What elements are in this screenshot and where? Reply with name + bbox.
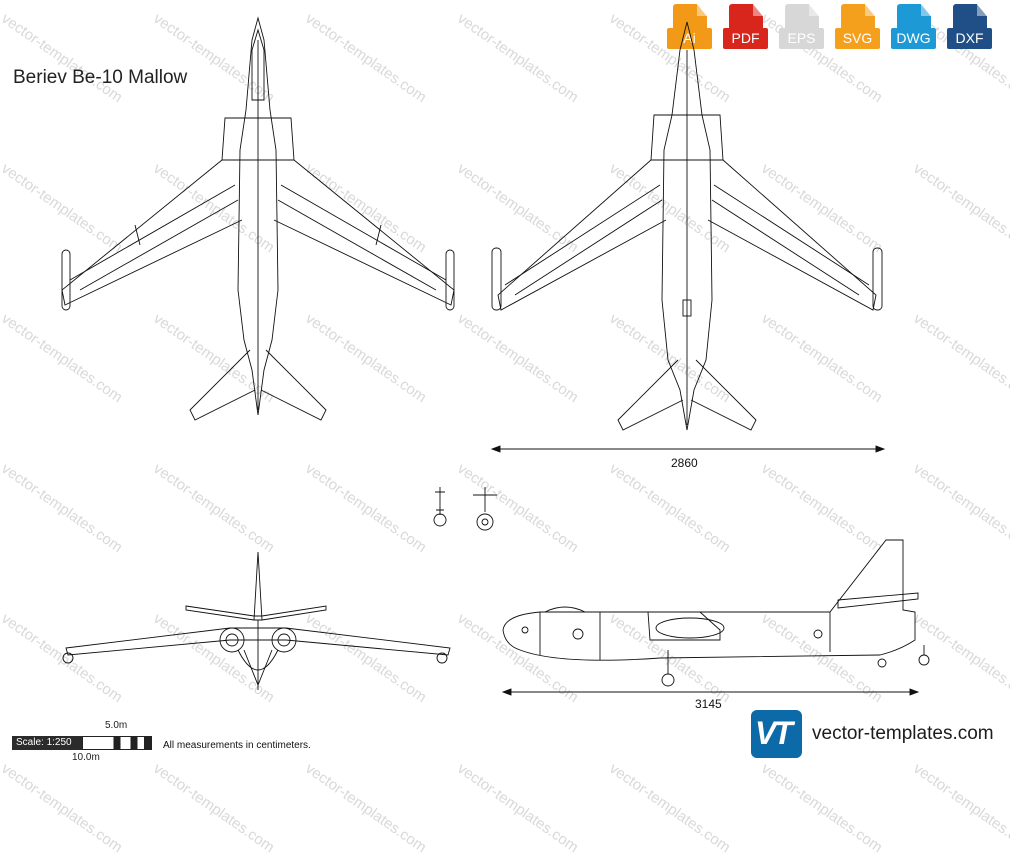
watermark-text: vector-templates.com — [150, 760, 278, 856]
watermark-text: vector-templates.com — [302, 760, 430, 856]
download-eps-button[interactable]: EPS — [777, 4, 826, 53]
blueprint-drawing — [61, 16, 930, 696]
format-label: EPS — [779, 28, 824, 49]
front-view — [62, 551, 451, 690]
download-dwg-button[interactable]: DWG — [889, 4, 938, 53]
landing-gear-detail — [433, 487, 497, 531]
brand-text: vector-templates.com — [812, 723, 994, 744]
scale-full-label: 10.0m — [72, 752, 100, 763]
download-format-buttons: Ai PDF EPS SVG DWG DXF — [665, 4, 994, 53]
format-label: PDF — [723, 28, 768, 49]
watermark-text: vector-templates.com — [606, 760, 734, 856]
top-view — [61, 16, 455, 421]
side-view — [502, 539, 930, 687]
watermark-text: vector-templates.com — [910, 760, 1010, 856]
format-label: DWG — [891, 28, 936, 49]
scale-half-label: 5.0m — [105, 720, 128, 731]
download-dxf-button[interactable]: DXF — [945, 4, 994, 53]
watermark-text: vector-templates.com — [0, 760, 126, 856]
scale-bar — [82, 736, 152, 750]
bottom-view — [491, 21, 883, 431]
length-dimension-line — [501, 688, 920, 696]
brand-link[interactable]: VT vector-templates.com — [751, 710, 994, 758]
watermark-text: vector-templates.com — [758, 760, 886, 856]
download-ai-button[interactable]: Ai — [665, 4, 714, 53]
drawing-title: Beriev Be-10 Mallow — [13, 67, 188, 88]
brand-logo-icon: VT — [751, 710, 802, 758]
length-dimension: 3145 — [695, 697, 722, 711]
format-label: SVG — [835, 28, 880, 49]
scale-badge: Scale: 1:250 — [12, 736, 82, 750]
format-label: Ai — [667, 28, 712, 49]
brand-logo-text: VT — [755, 715, 793, 751]
measurement-note: All measurements in centimeters. — [163, 740, 311, 751]
wingspan-dimension-line — [490, 445, 886, 453]
format-label: DXF — [947, 28, 992, 49]
watermark-text: vector-templates.com — [454, 760, 582, 856]
download-svg-button[interactable]: SVG — [833, 4, 882, 53]
download-pdf-button[interactable]: PDF — [721, 4, 770, 53]
wingspan-dimension: 2860 — [671, 456, 698, 470]
